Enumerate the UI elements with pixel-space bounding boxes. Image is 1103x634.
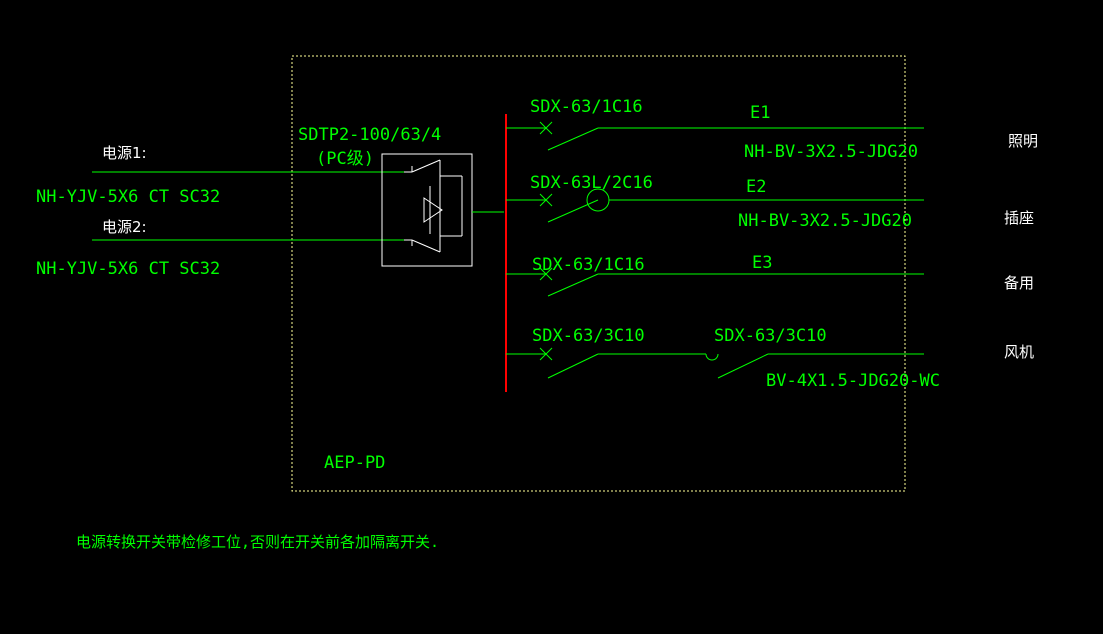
circuit-1-id: E1: [750, 103, 770, 123]
panel-name: AEP-PD: [324, 453, 385, 473]
circuit-1-cable: NH-BV-3X2.5-JDG20: [744, 142, 918, 162]
circuit-2-breaker-symbol: [506, 188, 924, 223]
source-2-cable: NH-YJV-5X6 CT SC32: [36, 259, 220, 279]
source-1-cable: NH-YJV-5X6 CT SC32: [36, 187, 220, 207]
circuit-4-cable: BV-4X1.5-JDG20-WC: [766, 371, 940, 391]
circuit-4-second-breaker: SDX-63/3C10: [714, 326, 827, 346]
circuit-3-id: E3: [752, 253, 772, 273]
note-text: 电源转换开关带检修工位,否则在开关前各加隔离开关.: [76, 533, 439, 551]
circuit-3-breaker: SDX-63/1C16: [532, 255, 645, 275]
circuit-2-load: 插座: [1004, 209, 1034, 227]
circuit-4-breaker-symbol: [506, 347, 924, 379]
circuit-1-breaker-symbol: [506, 121, 924, 151]
circuit-2-id: E2: [746, 177, 766, 197]
ats-switch-symbol: [381, 153, 473, 267]
circuit-1-load: 照明: [1008, 132, 1038, 150]
ats-grade: (PC级): [316, 149, 374, 169]
circuit-3-breaker-symbol: [506, 267, 924, 297]
source-2-label: 电源2:: [102, 218, 147, 236]
circuit-2-cable: NH-BV-3X2.5-JDG20: [738, 211, 912, 231]
circuit-1-breaker: SDX-63/1C16: [530, 97, 643, 117]
circuit-4-load: 风机: [1004, 343, 1034, 361]
source-1-label: 电源1:: [102, 144, 147, 162]
ats-model: SDTP2-100/63/4: [298, 125, 441, 145]
circuit-3-load: 备用: [1004, 274, 1034, 292]
circuit-4-breaker: SDX-63/3C10: [532, 326, 645, 346]
circuit-2-breaker: SDX-63L/2C16: [530, 173, 653, 193]
